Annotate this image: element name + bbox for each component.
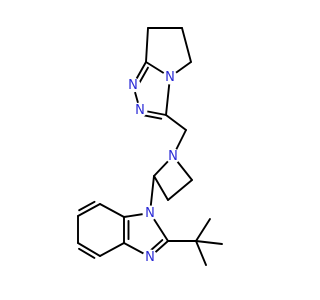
atom-n-benzimidazole-1: N	[142, 205, 158, 221]
double-bond-inner	[78, 200, 96, 212]
single-bond	[99, 203, 125, 218]
single-bond	[165, 114, 187, 131]
double-bond-inner	[78, 247, 96, 259]
double-bond-outer	[77, 203, 101, 217]
single-bond	[195, 240, 207, 266]
nitrogen-atom-label: N	[145, 206, 155, 221]
atom-n-azetidine: N	[165, 148, 181, 164]
nitrogen-atom-label: N	[145, 250, 155, 265]
atom-n-triazole-2: N	[132, 102, 148, 118]
single-bond	[145, 27, 149, 63]
double-bond-outer	[77, 242, 101, 257]
atom-label-background	[162, 69, 178, 85]
bond-layer	[77, 27, 223, 266]
double-bond-inner	[142, 114, 163, 120]
nitrogen-atom-label: N	[135, 103, 145, 118]
double-bond-inner	[137, 66, 149, 85]
atom-n-triazole-1: N	[125, 77, 141, 93]
atom-n-benzimidazole-3: N	[142, 249, 158, 265]
single-bond	[195, 240, 223, 245]
atom-label-background	[142, 249, 158, 265]
single-bond	[153, 175, 169, 201]
single-bond	[181, 27, 192, 63]
double-bond-inner	[148, 239, 164, 253]
single-bond	[195, 218, 211, 242]
atom-label-background	[142, 205, 158, 221]
nitrogen-atom-label: N	[128, 78, 138, 93]
nitrogen-atom-label: N	[165, 70, 175, 85]
atom-label-background	[132, 102, 148, 118]
single-bond	[167, 179, 193, 201]
single-bond	[99, 242, 125, 257]
nitrogen-atom-label: N	[168, 149, 178, 164]
atom-label-background	[165, 148, 181, 164]
atom-n-triazole-bridge: N	[162, 69, 178, 85]
atom-label-background	[125, 77, 141, 93]
